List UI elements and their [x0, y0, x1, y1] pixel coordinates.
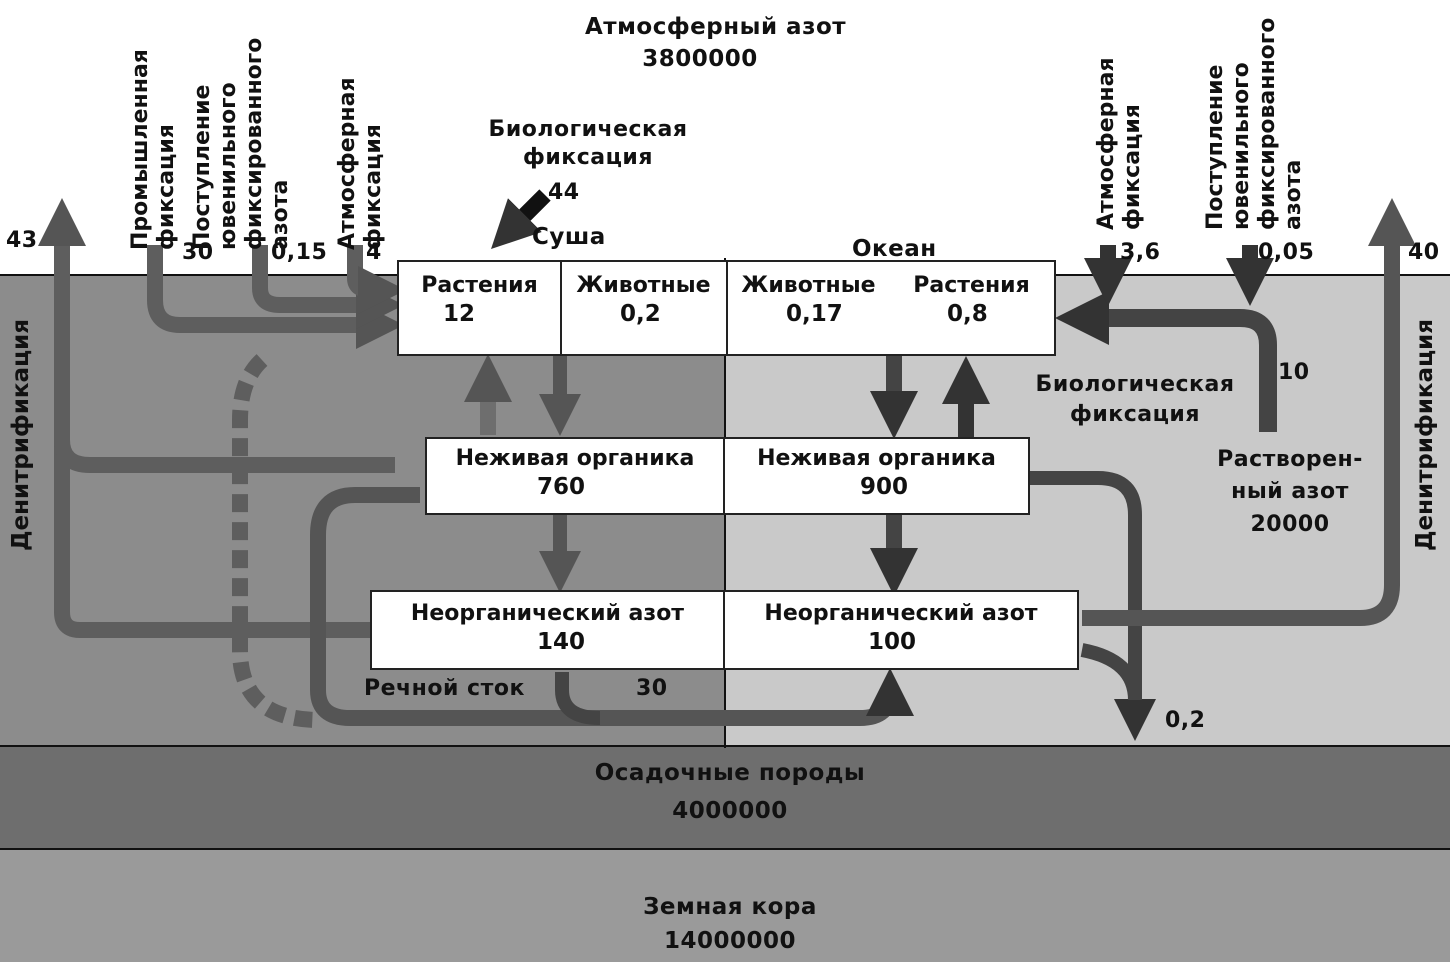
dead-organic-box: Неживая органика 760 Неживая органика 90… [425, 437, 1030, 515]
ocean-denitrification-label: Денитрификация [1412, 319, 1438, 551]
industrial-fixation-value: 30 [182, 240, 214, 265]
ocean-inorganic-value: 100 [868, 629, 917, 655]
ocean-dead-organic-label: Неживая органика [757, 446, 996, 471]
ocean-biological-value: 10 [1278, 360, 1310, 385]
river-runoff-arrow [310, 487, 914, 726]
sediment-value: 4000000 [672, 798, 788, 824]
ocean-inorganic-to-sediment-branch [1080, 643, 1142, 701]
industrial-fixation-label: Промышленная фиксация [128, 49, 179, 250]
ocean-animals-value: 0,17 [786, 301, 843, 327]
ocean-plants-label: Растения [913, 273, 1030, 298]
ocean-animals-cell: Животные 0,17 [726, 262, 889, 354]
land-juvenile-label: Поступление ювенильного фиксированного а… [190, 37, 293, 250]
land-dead-organic-label: Неживая органика [455, 446, 695, 471]
crust-line [0, 848, 1450, 850]
ocean-plants-value: 0,8 [947, 301, 988, 327]
land-realm-label: Суша [532, 224, 606, 250]
land-denitrification-value: 43 [6, 228, 38, 253]
ocean-sediment-flux-value: 0,2 [1165, 708, 1206, 733]
land-atmospheric-arrow [347, 245, 406, 314]
land-biological-value: 44 [548, 180, 580, 205]
sediment-label: Осадочные породы [594, 760, 866, 786]
atmosphere-value: 3800000 [642, 46, 758, 72]
land-inorganic-to-river-arrow [555, 672, 601, 725]
juvenile-dashed-path [232, 354, 321, 728]
dissolved-nitrogen-label: Растворен- ный азот [1217, 447, 1363, 504]
ocean-denitrification-arrow [1082, 198, 1416, 626]
dissolved-nitrogen-value: 20000 [1250, 512, 1330, 537]
ocean-juvenile-value: 0,05 [1258, 240, 1315, 265]
river-runoff-value: 30 [636, 676, 668, 701]
land-plants-cell: Растения 12 [399, 262, 562, 354]
land-denitrification-arrow [38, 198, 370, 638]
ocean-inorganic-cell: Неорганический азот 100 [725, 592, 1077, 668]
land-atmospheric-label: Атмосферная фиксация [335, 77, 386, 250]
ocean-atmospheric-label: Атмосферная фиксация [1094, 57, 1145, 230]
land-biological-arrow [491, 189, 551, 249]
land-inorganic-cell: Неорганический азот 140 [372, 592, 725, 668]
land-animals-value: 0,2 [620, 301, 661, 327]
river-runoff-label: Речной сток [364, 676, 525, 701]
land-biological-label: Биологическая фиксация [488, 117, 688, 170]
crust-value: 14000000 [663, 928, 797, 954]
atmosphere-band [0, 0, 1450, 275]
ocean-biological-arrow [1055, 291, 1277, 432]
ocean-biological-label: Биологическая фиксация [1035, 372, 1235, 427]
land-plants-label: Растения [421, 273, 538, 298]
land-atmospheric-value: 4 [366, 240, 382, 265]
crust-label: Земная кора [643, 894, 817, 920]
ocean-denitrification-value: 40 [1408, 240, 1440, 265]
land-denitrification-label: Денитрификация [8, 319, 34, 551]
land-juvenile-value: 0,15 [271, 240, 328, 265]
industrial-fixation-arrow [147, 245, 404, 349]
land-inorganic-value: 140 [537, 629, 586, 655]
ocean-dead-to-sediment-arrow [1030, 471, 1156, 741]
land-plants-value: 12 [443, 301, 476, 327]
atmosphere-label: Атмосферный азот [585, 14, 847, 40]
ocean-atmospheric-value: 3,6 [1120, 240, 1161, 265]
ocean-dead-organic-value: 900 [860, 474, 909, 500]
ocean-inorganic-label: Неорганический азот [764, 601, 1038, 626]
ocean-juvenile-label: Поступление ювенильного фиксированного а… [1203, 17, 1306, 230]
ocean-plants-cell: Растения 0,8 [889, 262, 1054, 354]
crust-band [0, 848, 1450, 962]
land-dead-organic-cell: Неживая органика 760 [427, 439, 725, 513]
land-animals-label: Животные [576, 273, 711, 298]
organisms-box: Растения 12 Животные 0,2 Животные 0,17 Р… [397, 260, 1056, 356]
land-denitrification-branch [54, 439, 395, 473]
ocean-dead-organic-cell: Неживая органика 900 [725, 439, 1028, 513]
inorganic-box: Неорганический азот 140 Неорганический а… [370, 590, 1079, 670]
land-inorganic-label: Неорганический азот [410, 601, 685, 626]
ocean-animals-label: Животные [741, 273, 876, 298]
land-juvenile-arrow [252, 245, 404, 329]
sediment-band [0, 745, 1450, 848]
land-animals-cell: Животные 0,2 [562, 262, 725, 354]
ocean-realm-label: Океан [852, 236, 937, 262]
land-dead-organic-value: 760 [537, 474, 586, 500]
